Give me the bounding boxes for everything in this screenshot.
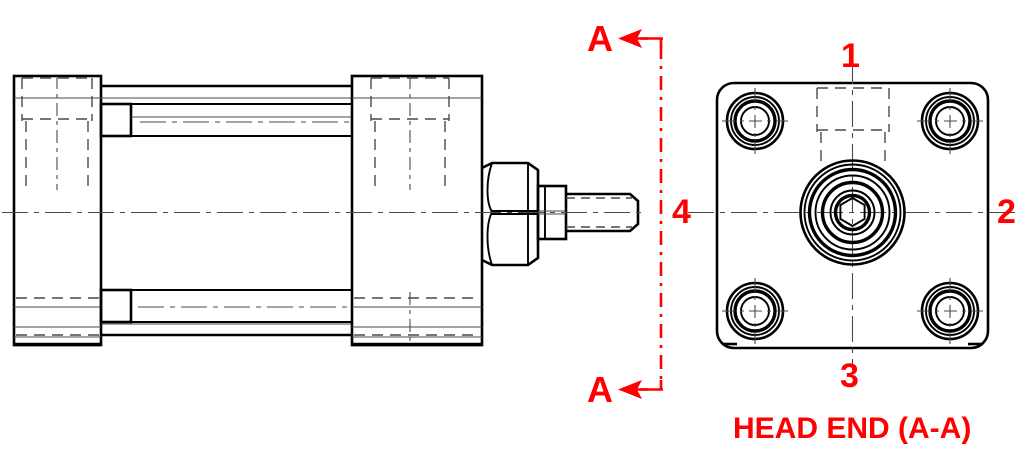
rod-hex-nut	[481, 161, 540, 267]
head-end-hidden-features-top	[370, 76, 450, 190]
port-label-3: 3	[840, 357, 859, 395]
corner-hole-top-right	[917, 88, 983, 154]
center-gland-assembly	[799, 159, 906, 266]
section-label-top: A	[587, 18, 613, 59]
corner-hole-bottom-left	[722, 278, 788, 344]
cap-end-hidden-features-bottom	[16, 297, 99, 336]
hex-socket	[839, 196, 866, 228]
port-label-4: 4	[672, 193, 691, 231]
cap-end-hidden-features-top	[21, 76, 93, 190]
section-label-bottom: A	[587, 369, 613, 410]
head-end-hidden-features-bottom	[354, 292, 480, 341]
tie-rod-top	[99, 102, 352, 138]
port-label-1: 1	[841, 37, 860, 75]
side-section-view	[2, 74, 646, 347]
cap-end-block	[12, 74, 103, 347]
corner-hole-bottom-right	[917, 278, 983, 344]
head-end-block	[350, 74, 484, 347]
tie-rod-bottom	[99, 288, 352, 324]
port-label-2: 2	[997, 193, 1016, 231]
view-caption: HEAD END (A-A)	[733, 412, 972, 445]
section-arrow-bottom	[618, 380, 648, 399]
corner-hole-top-left	[722, 88, 788, 154]
head-end-view	[688, 58, 1017, 370]
section-cut-line-AA	[618, 29, 663, 399]
cylinder-barrel	[101, 84, 352, 337]
head-port-hidden-boss	[816, 87, 890, 163]
section-arrow-top	[618, 29, 648, 48]
